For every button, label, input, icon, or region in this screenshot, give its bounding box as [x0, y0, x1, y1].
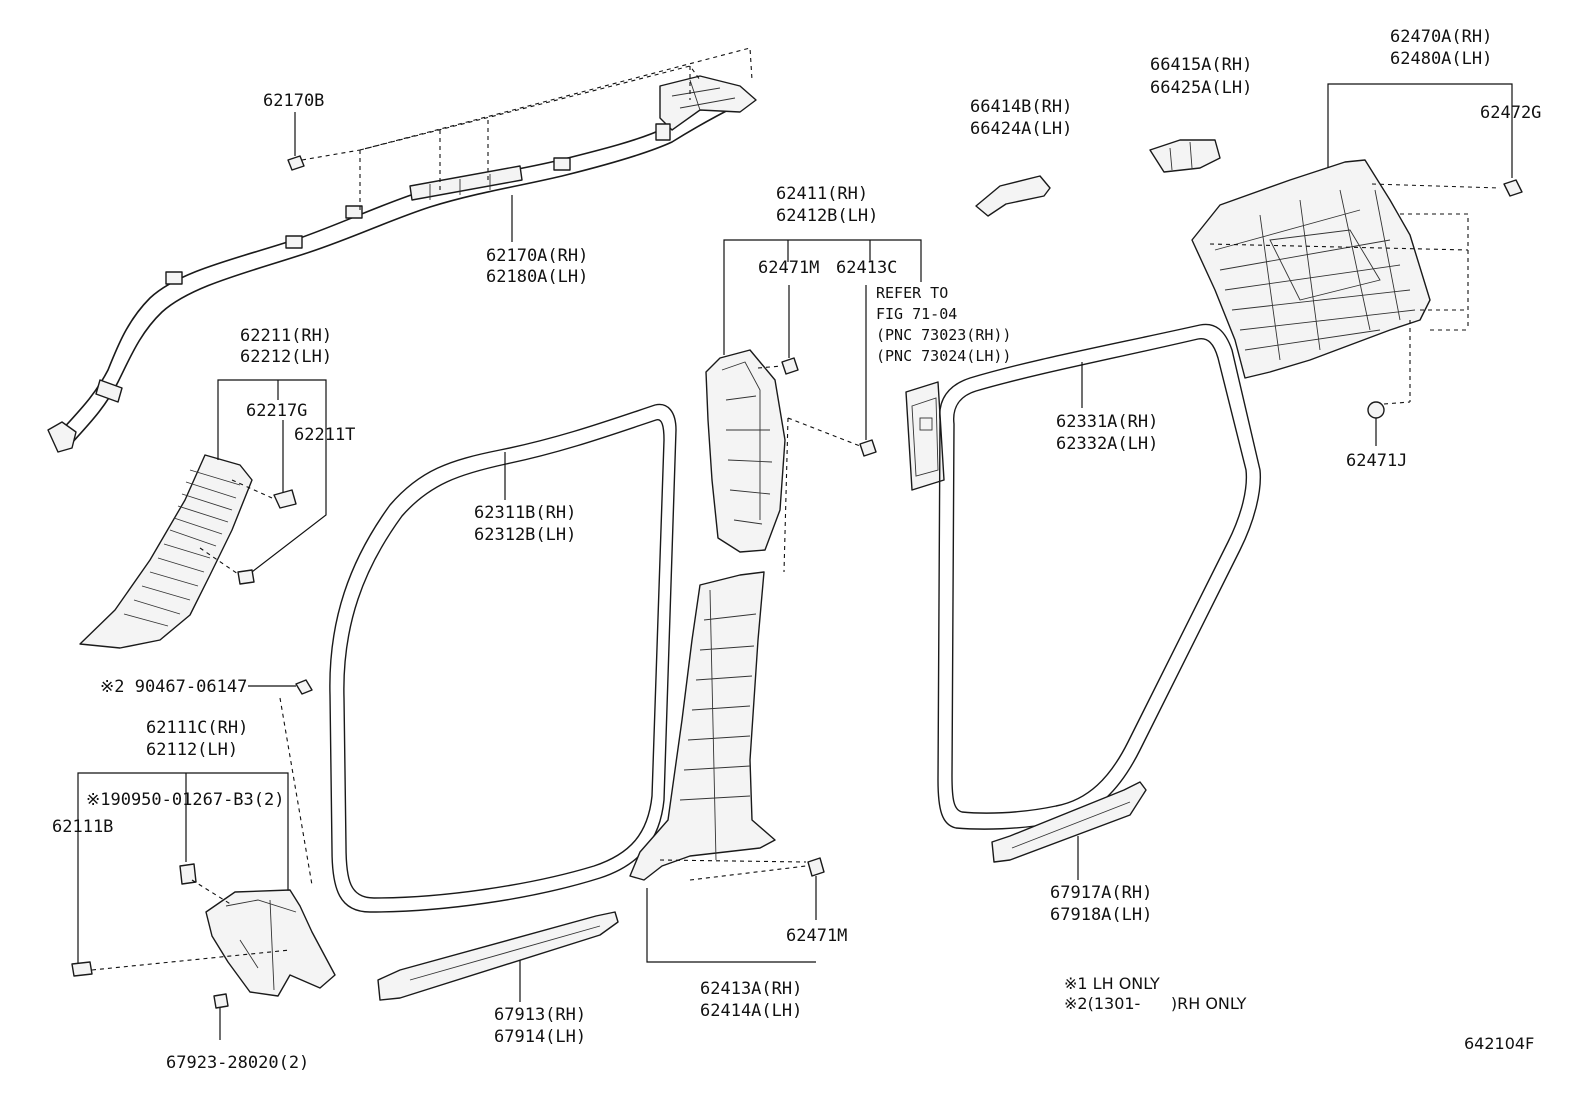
- label-66424A: 66424A(LH): [970, 119, 1072, 139]
- clip-62413C-icon: [859, 285, 877, 457]
- airbag-dashed-guide: [301, 47, 753, 210]
- leader-62470A-bracket: [1327, 83, 1513, 178]
- label-62170A: 62170A(RH): [486, 246, 588, 266]
- label-62411: 62411(RH): [776, 184, 868, 204]
- leader-62211-bracket: [217, 379, 327, 576]
- label-62331A: 62331A(RH): [1056, 412, 1158, 432]
- clip-90950-icon: [179, 863, 197, 885]
- label-62412B: 62412B(LH): [776, 206, 878, 226]
- label-62470A: 62470A(RH): [1390, 27, 1492, 47]
- leader-62411-bracket: [723, 239, 922, 355]
- bolt-90467-icon: [248, 679, 313, 695]
- label-90467: ※2 90467-06147: [100, 677, 247, 697]
- label-62112: 62112(LH): [146, 740, 238, 760]
- leader-62111C-bracket: [77, 772, 289, 965]
- clip-62111B-dashed: [91, 949, 291, 971]
- label-62472G: 62472G: [1480, 103, 1541, 123]
- label-62217G: 62217G: [246, 401, 307, 421]
- label-62413A: 62413A(RH): [700, 979, 802, 999]
- handle-bracket-66415A-part: [1149, 139, 1221, 173]
- quarter-trim-panel-part: [1191, 159, 1431, 379]
- clip-62413C-dashed: [783, 417, 861, 573]
- handle-bracket-66414B-part: [975, 175, 1051, 217]
- front-pillar-garnish-part: [79, 454, 253, 649]
- clip-62211T-icon: [237, 569, 255, 585]
- label-62480A: 62480A(LH): [1390, 49, 1492, 69]
- label-62170B: 62170B: [263, 91, 324, 111]
- clip-62217G-icon: [273, 420, 297, 509]
- label-67914: 67914(LH): [494, 1027, 586, 1047]
- bolt-90467-dashed: [279, 697, 313, 886]
- label-90950: ※190950-01267-B3(2): [86, 790, 284, 810]
- label-62414A: 62414A(LH): [700, 1001, 802, 1021]
- clip-62471J-dashed: [1383, 401, 1411, 405]
- label-62471J: 62471J: [1346, 451, 1407, 471]
- leader-62413A-bracket: [646, 888, 816, 963]
- label-66414B: 66414B(RH): [970, 97, 1072, 117]
- window-switch-bezel-part: [905, 381, 945, 491]
- label-62111C: 62111C(RH): [146, 718, 248, 738]
- label-62471M-top: 62471M: [758, 258, 819, 278]
- clip-62471M-bottom-icon: [807, 857, 825, 920]
- center-pillar-lower-garnish-part: [629, 571, 776, 881]
- label-62312B: 62312B(LH): [474, 525, 576, 545]
- label-62332A: 62332A(LH): [1056, 434, 1158, 454]
- clip-62471M-top-icon: [781, 285, 799, 375]
- refer-line-2: FIG 71-04: [876, 305, 957, 323]
- label-67918A: 67918A(LH): [1050, 905, 1152, 925]
- note-rh-only: ※2(1301- )RH ONLY: [1064, 994, 1247, 1013]
- refer-line-4: (PNC 73024(LH)): [876, 347, 1011, 365]
- label-62211T: 62211T: [294, 425, 355, 445]
- label-62180A: 62180A(LH): [486, 267, 588, 287]
- label-62471M-bottom: 62471M: [786, 926, 847, 946]
- note-lh-only: ※1 LH ONLY: [1064, 974, 1160, 993]
- rear-door-weatherstrip-part: [937, 323, 1262, 830]
- center-pillar-upper-garnish-part: [705, 349, 786, 553]
- clip-67923-icon: [213, 993, 229, 1040]
- label-62111B: 62111B: [52, 817, 113, 837]
- clip-62472G-icon: [1503, 179, 1523, 197]
- label-62212: 62212(LH): [240, 347, 332, 367]
- clip-62471J-icon: [1367, 401, 1385, 446]
- clip-62111B-icon: [71, 961, 93, 977]
- clip-62471M-bottom-dashed: [659, 859, 807, 881]
- figure-id: 642104F: [1464, 1034, 1534, 1053]
- clip-90950-dashed: [191, 879, 233, 906]
- label-66415A: 66415A(RH): [1150, 55, 1252, 75]
- cowl-side-trim-part: [205, 889, 336, 997]
- quarter-trim-dashed: [1209, 183, 1501, 402]
- label-66425A: 66425A(LH): [1150, 78, 1252, 98]
- front-door-weatherstrip-part: [329, 403, 677, 913]
- curtain-airbag-part: [47, 75, 757, 453]
- label-62311B: 62311B(RH): [474, 503, 576, 523]
- front-scuff-plate-part: [377, 911, 619, 1001]
- label-67923: 67923-28020(2): [166, 1053, 309, 1073]
- rear-scuff-plate-part: [991, 781, 1147, 863]
- label-67913: 67913(RH): [494, 1005, 586, 1025]
- label-67917A: 67917A(RH): [1050, 883, 1152, 903]
- label-62413C: 62413C: [836, 258, 897, 278]
- refer-line-1: REFER TO: [876, 284, 948, 302]
- bolt-62170B-icon: [287, 112, 305, 171]
- label-62211: 62211(RH): [240, 326, 332, 346]
- refer-line-3: (PNC 73023(RH)): [876, 326, 1011, 344]
